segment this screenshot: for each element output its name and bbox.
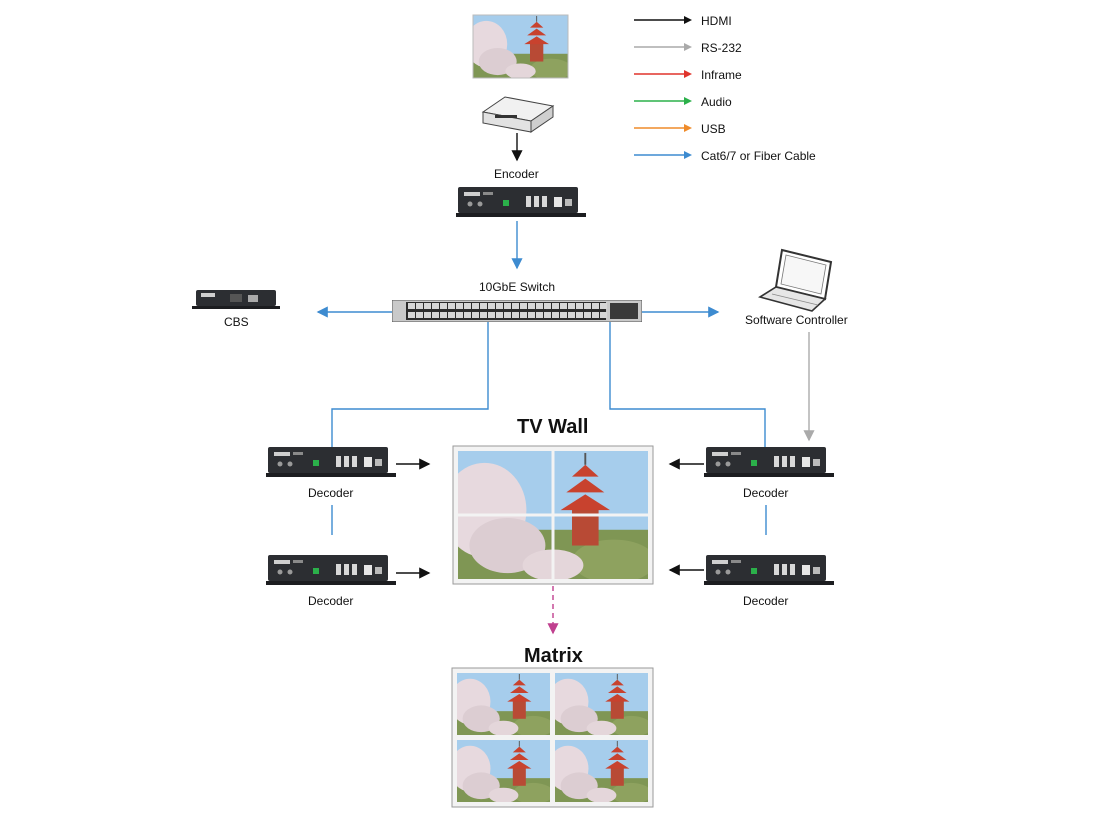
switch-port [520,312,527,318]
switch-port [568,312,575,318]
switch-port [560,312,567,318]
switch-port [432,303,439,309]
software-controller-label: Software Controller [745,313,848,327]
switch-port [408,303,415,309]
switch-port [600,312,607,318]
decoder-bottom-right-device [704,555,834,585]
legend-arrow-icon [634,124,692,132]
switch-port [544,303,551,309]
legend-arrow-icon [634,16,692,24]
switch-port [544,312,551,318]
switch-port [512,303,519,309]
media-player-icon [481,96,555,133]
switch-port [432,312,439,318]
switch-port [472,303,479,309]
decoder-bottom-right-label: Decoder [743,594,789,608]
encoder-device [456,187,586,217]
switch-port [504,312,511,318]
switch-port [424,303,431,309]
switch-port [576,312,583,318]
legend-label: Inframe [701,68,742,82]
switch-port [584,303,591,309]
legend-label: HDMI [701,14,732,28]
cat6-switch-to-decoder-right [609,322,766,450]
switch-port [584,312,591,318]
switch-port [464,312,471,318]
matrix-title: Matrix [524,645,583,667]
switch-port [408,312,415,318]
cbs-device [192,290,280,309]
switch-port [528,312,535,318]
tv-wall-title: TV Wall [517,416,589,438]
switch-label: 10GbE Switch [479,280,556,294]
switch-port [560,303,567,309]
legend-label: USB [701,122,726,136]
legend-arrow-icon [634,97,692,105]
switch-port [488,312,495,318]
switch-port [472,312,479,318]
legend-arrow-icon [634,70,692,78]
switch-port [456,312,463,318]
switch-port [456,303,463,309]
switch-port [496,303,503,309]
legend-item: USB [634,120,834,147]
switch-port [416,312,423,318]
decoder-top-right-device [704,447,834,477]
switch-port [448,303,455,309]
legend-item: HDMI [634,12,834,39]
switch-ports [408,303,607,318]
legend-item: Inframe [634,66,834,93]
switch-port [496,312,503,318]
decoder-top-left-label: Decoder [308,486,354,500]
legend-arrow-icon [634,151,692,159]
decoder-bottom-left-device [266,555,396,585]
switch-port [504,303,511,309]
tv-wall-display [452,445,654,585]
switch-port [448,312,455,318]
switch-port [416,303,423,309]
cat6-switch-to-decoder-left [331,322,489,450]
switch-port [440,312,447,318]
switch-port [480,312,487,318]
decoder-top-right-label: Decoder [743,486,789,500]
switch-port [568,303,575,309]
switch-port [592,303,599,309]
decoder-bottom-left-label: Decoder [308,594,354,608]
switch-port [528,303,535,309]
switch-port [536,312,543,318]
switch-port [464,303,471,309]
legend-label: Cat6/7 or Fiber Cable [701,149,816,163]
encoder-label: Encoder [494,167,539,181]
switch-port [488,303,495,309]
legend-item: RS-232 [634,39,834,66]
cbs-label: CBS [224,315,249,329]
laptop-icon [758,248,833,312]
switch-port [576,303,583,309]
matrix-display [451,667,654,808]
switch-port [592,312,599,318]
switch-port [552,303,559,309]
decoder-top-left-device [266,447,396,477]
switch-port [440,303,447,309]
legend-item: Cat6/7 or Fiber Cable [634,147,834,174]
legend-arrow-icon [634,43,692,51]
legend-label: Audio [701,95,732,109]
switch-port [600,303,607,309]
legend-label: RS-232 [701,41,742,55]
switch-port [536,303,543,309]
switch-port [424,312,431,318]
switch-port [520,303,527,309]
switch-port [512,312,519,318]
legend-item: Audio [634,93,834,120]
source-image-frame [472,14,569,79]
switch-port [552,312,559,318]
source-image [473,15,568,78]
switch-port [480,303,487,309]
